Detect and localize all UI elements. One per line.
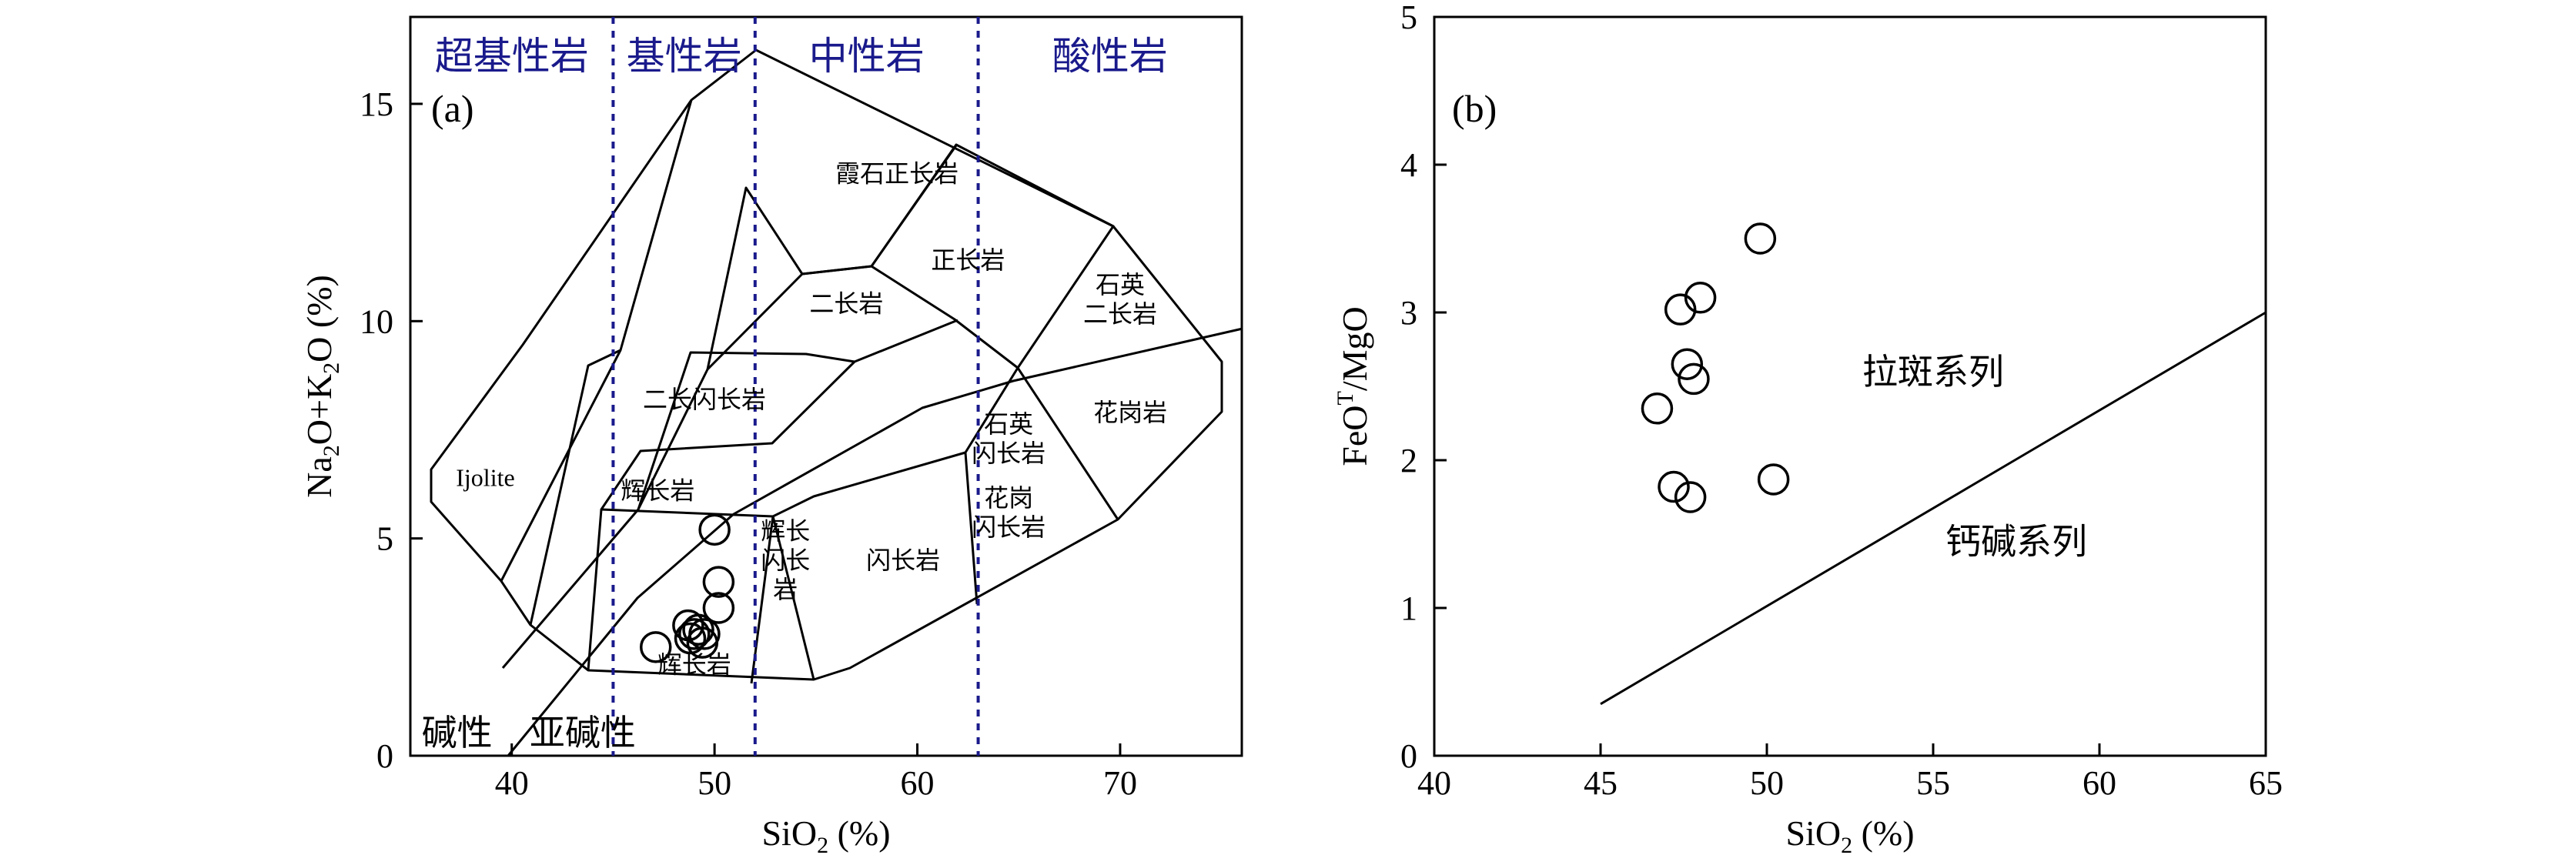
panel-a-x-axis-label: SiO2 (%)	[761, 813, 890, 858]
rock-field-label: 辉长岩	[621, 477, 694, 505]
panel-a-data-point	[686, 626, 719, 659]
panel-b-x-tick-label: 50	[1750, 764, 1784, 802]
rock-field-label: 闪长	[761, 546, 810, 574]
rock-group-label: 超基性岩	[435, 35, 589, 78]
panel-b-data-point	[1684, 282, 1717, 314]
rock-field-label: 闪长岩	[972, 513, 1045, 541]
panel-b-data-point	[1671, 348, 1704, 380]
rock-field-label: Ijolite	[456, 464, 514, 492]
panel-b-data-points	[1641, 222, 1790, 513]
tas-internal-boundaries	[637, 351, 855, 510]
panel-b-x-axis-label: SiO2 (%)	[1785, 813, 1914, 858]
panel-b-x-tick-label: 45	[1584, 764, 1618, 802]
panel-b-data-point	[1674, 481, 1707, 513]
panel-b-x-tick-label: 40	[1417, 764, 1451, 802]
panel-a-y-axis-label: Na2O+K2O (%)	[299, 275, 344, 498]
tas-internal-boundaries	[870, 143, 1115, 369]
series-region-label: 钙碱系列	[1945, 523, 2087, 562]
panel-b-label: (b)	[1452, 87, 1497, 130]
panel-a-frame	[409, 15, 1243, 757]
panel-b-data-point	[1658, 470, 1690, 503]
rock-field-label: 二长岩	[809, 290, 883, 318]
rock-field-label: 二长闪长岩	[643, 386, 766, 413]
rock-field-labels: Ijolite霞石正长岩正长岩二长岩石英二长岩二长闪长岩花岗岩辉长岩石英闪长岩花…	[456, 159, 1167, 678]
panel-b-frame	[1433, 15, 2267, 757]
series-label: 碱性	[422, 713, 493, 753]
panel-a-data-point	[698, 513, 731, 546]
panel-b-data-point	[1641, 392, 1674, 425]
rock-field-label: 霞石正长岩	[835, 159, 958, 187]
panel-b-data-point	[1664, 293, 1697, 326]
rock-group-label: 酸性岩	[1052, 35, 1168, 78]
rock-group-labels: 超基性岩基性岩 中性岩 酸性岩	[435, 35, 1168, 78]
panel-a-x-tick-label: 60	[901, 764, 935, 802]
panel-a-x-tick-label: 70	[1103, 764, 1137, 802]
panel-a-x-tick-label: 50	[698, 764, 731, 802]
panel-a-data-point	[639, 631, 672, 663]
rock-group-dividers	[611, 17, 980, 756]
panel-a-data-point	[702, 592, 735, 624]
panel-a-data-point	[678, 618, 711, 650]
panel-a-data-point	[682, 613, 714, 646]
rock-field-label: 闪长岩	[972, 439, 1045, 467]
tholeiitic-calc-alkaline-divider	[1600, 311, 2267, 706]
panel-a-data-point	[702, 566, 735, 598]
panel-a-axis-ticks: 40 50 60 70 0 5 10 15	[360, 85, 1137, 802]
series-region-label: 拉斑系列	[1862, 352, 2004, 392]
series-labels: 碱性亚碱性	[422, 713, 636, 753]
tas-internal-boundaries	[529, 99, 693, 626]
panel-b-data-point	[1744, 222, 1777, 255]
panel-a-y-tick-label: 0	[376, 737, 393, 775]
panel-a-data-points	[639, 513, 735, 663]
rock-field-label: 辉长	[761, 517, 810, 545]
panel-b-x-tick-label: 65	[2249, 764, 2283, 802]
panel-a-y-tick-label: 10	[360, 302, 393, 340]
rock-field-label: 岩	[773, 576, 798, 603]
rock-field-label: 二长岩	[1083, 300, 1157, 328]
panel-a-y-tick-label: 15	[360, 85, 393, 123]
rock-group-label: 中性岩	[809, 35, 925, 78]
tas-internal-boundaries	[706, 186, 1019, 370]
rock-field-label: 正长岩	[931, 246, 1005, 274]
rock-field-label: 花岗	[984, 484, 1033, 512]
rock-field-label: 石英	[1096, 271, 1145, 299]
panel-b-x-tick-label: 55	[1916, 764, 1950, 802]
panel-b-y-axis-label: FeOT/MgO	[1333, 306, 1374, 466]
panel-b-y-tick-label: 4	[1400, 146, 1417, 184]
panel-b-y-tick-label: 0	[1400, 737, 1417, 775]
panel-a-x-tick-label: 40	[495, 764, 529, 802]
rock-field-label: 石英	[984, 410, 1033, 438]
panel-b-y-tick-label: 3	[1400, 294, 1417, 332]
tas-outer-boundary	[430, 48, 1223, 681]
series-label: 亚碱性	[530, 713, 636, 753]
panel-b-data-point	[1757, 463, 1790, 496]
panel-b-x-tick-label: 60	[2083, 764, 2116, 802]
rock-field-label: 花岗岩	[1093, 399, 1167, 426]
rock-field-label: 闪长岩	[866, 546, 940, 574]
panel-a-tas-diagram: 超基性岩基性岩中性岩酸性岩 Ijolite霞石正长岩正长岩二长岩石英二长岩二长闪…	[299, 15, 1243, 858]
tas-alkaline-subalkaline-divider	[507, 327, 1243, 756]
panel-a-label: (a)	[431, 87, 474, 130]
tas-internal-boundaries	[587, 319, 958, 671]
panel-b-y-tick-label: 5	[1400, 0, 1417, 36]
panel-b-data-point	[1678, 362, 1710, 396]
panel-b-y-tick-label: 2	[1400, 442, 1417, 479]
rock-group-label: 基性岩	[627, 35, 742, 78]
panel-b-y-tick-label: 1	[1400, 589, 1417, 627]
tas-internal-boundaries	[500, 349, 622, 582]
tas-internal-boundaries	[772, 451, 979, 605]
panel-a-y-tick-label: 5	[376, 520, 393, 558]
